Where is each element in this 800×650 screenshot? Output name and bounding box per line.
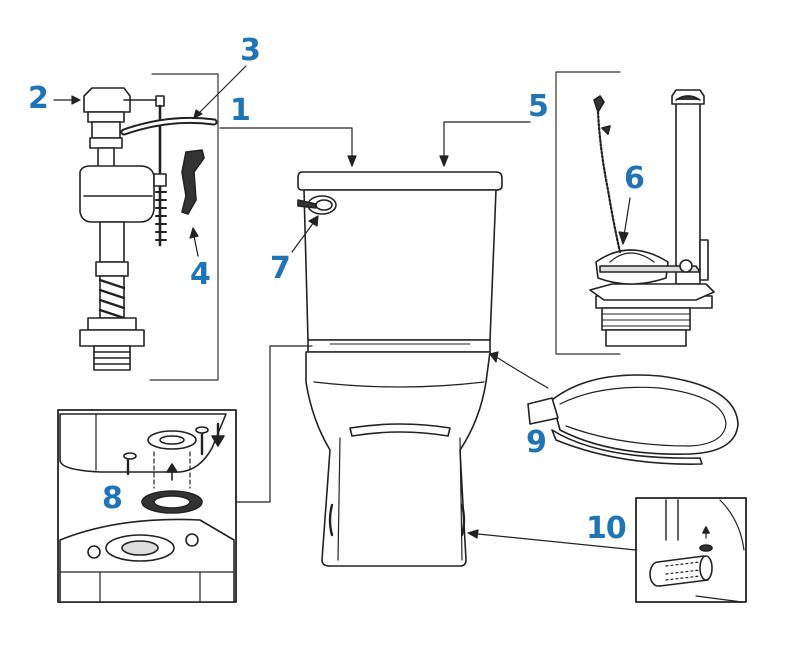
flush-handle[interactable] <box>297 195 337 215</box>
toilet-seat[interactable] <box>527 374 739 465</box>
callout-4: 4 <box>190 257 211 292</box>
leader-8 <box>235 345 313 503</box>
fill-valve[interactable] <box>79 87 167 371</box>
leader-lines <box>53 65 637 551</box>
toilet[interactable] <box>297 171 503 567</box>
callout-1: 1 <box>230 93 251 128</box>
callout-9: 9 <box>526 425 547 460</box>
callout-3: 3 <box>240 33 261 68</box>
callout-10: 10 <box>586 511 627 546</box>
flapper[interactable] <box>595 249 701 285</box>
flush-valve-bracket <box>555 71 621 355</box>
inset-tank-gasket[interactable] <box>57 409 237 603</box>
callout-6: 6 <box>624 161 645 196</box>
flapper-chain <box>596 110 622 254</box>
callout-2: 2 <box>28 81 49 116</box>
refill-clip[interactable] <box>181 149 205 215</box>
callout-8: 8 <box>102 481 123 516</box>
fill-valve-bracket <box>149 73 219 381</box>
flush-valve[interactable] <box>589 89 715 347</box>
inset-bolt-caps[interactable] <box>635 497 747 603</box>
callout-7: 7 <box>270 251 291 286</box>
callout-5: 5 <box>528 89 549 124</box>
